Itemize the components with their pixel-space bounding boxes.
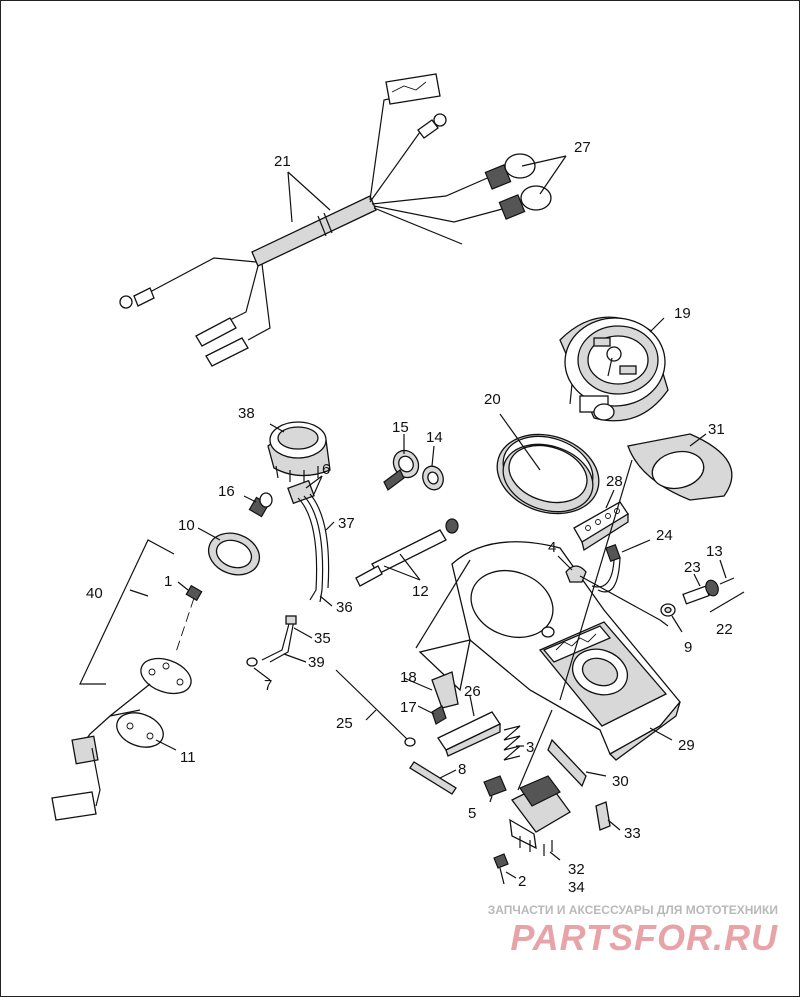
- callout: 4: [548, 539, 556, 556]
- dash-console: [415, 459, 681, 761]
- callout: 25: [336, 715, 353, 732]
- callout: 7: [264, 677, 272, 694]
- bulb-socket: [243, 475, 323, 518]
- callout: 1: [164, 573, 172, 590]
- callout: 36: [336, 599, 353, 616]
- indicator-plate: [627, 433, 733, 501]
- callout: 10: [178, 517, 195, 534]
- ground-wire: [246, 615, 313, 681]
- callout: 26: [464, 683, 481, 700]
- callout: 39: [308, 654, 325, 671]
- callout: 12: [412, 583, 429, 600]
- callout: 3: [526, 739, 534, 756]
- speedometer: [559, 316, 669, 422]
- callout: 9: [684, 639, 692, 656]
- callout: 35: [314, 630, 331, 647]
- indicator-gauge: [267, 421, 331, 482]
- callout: 32: [568, 861, 585, 878]
- watermark-logo: PARTSFOR.RU: [510, 917, 778, 958]
- callout: 17: [400, 699, 417, 716]
- callout: 28: [606, 473, 623, 490]
- callout: 30: [612, 773, 629, 790]
- speedo-cable: [355, 518, 459, 587]
- bezel-gasket: [496, 413, 600, 515]
- callout: 34: [568, 879, 585, 896]
- callout: 38: [238, 405, 255, 422]
- callout: 11: [180, 749, 196, 766]
- wiring-harness: [119, 73, 567, 367]
- callout-labels: 21 27 19 20 31 38 15 14 28 6 16 37 10 4 …: [86, 139, 733, 896]
- callout: 33: [624, 825, 641, 842]
- callout: 16: [218, 483, 235, 500]
- watermark: ЗАПЧАСТИ И АКСЕССУАРЫ ДЛЯ МОТОТЕХНИКИ PA…: [488, 903, 778, 958]
- callout: 31: [708, 421, 725, 438]
- odometer-knob: [383, 434, 444, 491]
- callout: 27: [574, 139, 591, 156]
- callout: 37: [338, 515, 355, 532]
- callout: 2: [518, 873, 526, 890]
- mount-hardware: [403, 671, 524, 761]
- callout: 20: [484, 391, 501, 408]
- watermark-tagline: ЗАПЧАСТИ И АКСЕССУАРЫ ДЛЯ МОТОТЕХНИКИ: [488, 903, 778, 917]
- callout: 19: [674, 305, 691, 322]
- lamp-socket-wiring: [557, 539, 661, 621]
- relay-module: [483, 709, 621, 885]
- callout: 29: [678, 737, 695, 754]
- callout: 6: [322, 461, 330, 478]
- callout: 24: [656, 527, 673, 544]
- callout: 8: [458, 761, 466, 778]
- pigtail-harness: [297, 493, 335, 607]
- fuel-sender: [51, 539, 203, 821]
- callout: 40: [86, 585, 103, 602]
- callout: 5: [468, 805, 476, 822]
- callout: 18: [400, 669, 417, 686]
- callout: 22: [716, 621, 733, 638]
- support-rod: [335, 669, 457, 795]
- callout: 15: [392, 419, 409, 436]
- callout: 23: [684, 559, 701, 576]
- trip-reset-assembly: [659, 559, 745, 633]
- callout: 13: [706, 543, 723, 560]
- o-ring: [197, 527, 261, 576]
- callout: 21: [274, 153, 291, 170]
- callout: 14: [426, 429, 443, 446]
